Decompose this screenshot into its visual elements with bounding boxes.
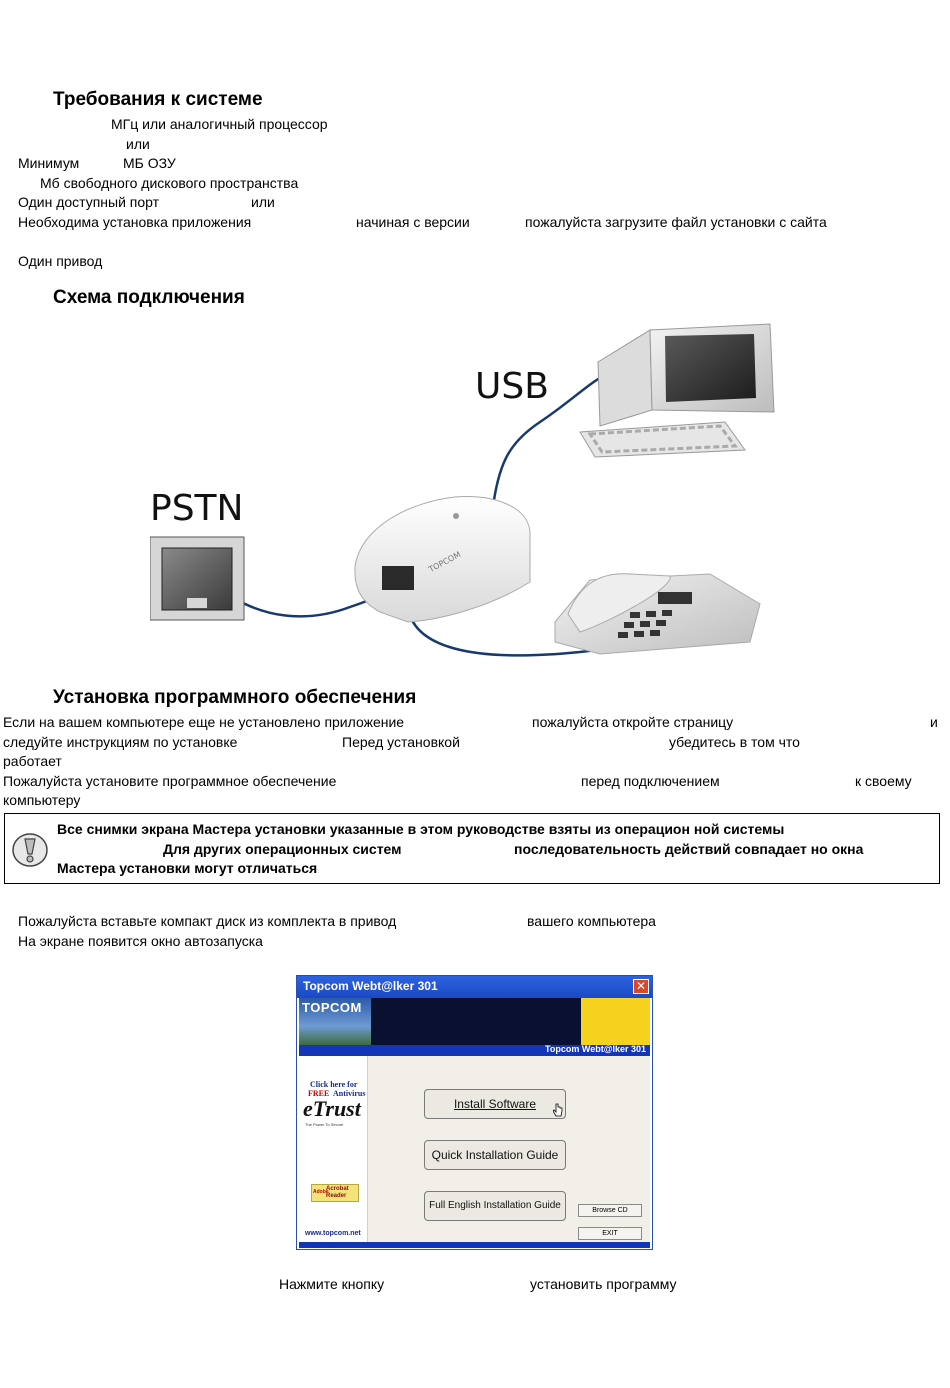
- step-autorun: На экране появится окно автозапуска: [18, 933, 263, 949]
- install-p2-b: перед подключением: [581, 773, 720, 789]
- wall-jack-icon: [149, 536, 245, 621]
- req-port: Один доступный порт: [18, 194, 160, 210]
- browse-cd-button[interactable]: Browse CD: [578, 1204, 642, 1217]
- subbar-title: Topcom Webt@lker 301: [545, 1044, 646, 1054]
- install-p2-d: компьютеру: [3, 792, 81, 808]
- full-installation-guide-button[interactable]: Full English Installation Guide: [424, 1191, 566, 1221]
- install-heading: Установка программного обеспечения: [53, 687, 417, 708]
- req-minimum: Минимум: [18, 155, 80, 171]
- req-ram: МБ ОЗУ: [123, 155, 176, 171]
- req-version: начиная с версии: [356, 214, 470, 230]
- usb-label: USB: [475, 366, 549, 407]
- caption-install-program: установить программу: [530, 1276, 677, 1292]
- caption-press-button: Нажмите кнопку: [279, 1276, 385, 1292]
- acrobat-label: Acrobat Reader: [326, 1186, 349, 1199]
- install-p1-d: следуйте инструкциям по установке: [3, 734, 238, 750]
- usb-cable: [492, 372, 608, 501]
- close-icon[interactable]: ✕: [633, 979, 649, 994]
- install-software-button[interactable]: Install Software: [424, 1089, 566, 1119]
- autorun-window: Topcom Webt@lker 301 ✕ TOPCOM Topcom Web…: [296, 975, 653, 1250]
- install-p1-f: убедитесь в том что: [669, 734, 800, 750]
- banner-accent: [581, 998, 650, 1045]
- install-p1-c: и: [930, 714, 938, 730]
- mouse-cursor-icon: [553, 1103, 563, 1117]
- window-title: Topcom Webt@lker 301: [303, 979, 438, 993]
- etrust-tagline: The Power To Secure: [305, 1122, 344, 1127]
- telephone-icon: [554, 573, 761, 655]
- note-box: [4, 813, 940, 884]
- promo-line-2b[interactable]: Antivirus: [333, 1089, 366, 1098]
- install-p1-g: работает: [3, 753, 62, 769]
- window-bottom-bar: [299, 1242, 650, 1248]
- computer-icon: [579, 323, 775, 458]
- note-line-2b: последовательность действий совпадает но…: [514, 841, 864, 857]
- pstn-label: PSTN: [150, 488, 243, 529]
- connection-heading: Схема подключения: [53, 287, 245, 308]
- quick-installation-guide-button[interactable]: Quick Installation Guide: [424, 1140, 566, 1170]
- req-or-2: или: [251, 194, 275, 210]
- req-download: пожалуйста загрузите файл установки с са…: [525, 214, 827, 230]
- note-line-1: Все снимки экрана Мастера установки указ…: [57, 821, 785, 837]
- adobe-label: Adobe: [313, 1189, 329, 1195]
- exit-button[interactable]: EXIT: [578, 1227, 642, 1240]
- req-disk: Мб свободного дискового пространства: [40, 175, 299, 191]
- window-sidebar: Click here for FREE Antivirus eTrust The…: [299, 1056, 368, 1242]
- etrust-logo[interactable]: eTrust: [303, 1096, 361, 1121]
- req-drive: Один привод: [18, 253, 103, 269]
- install-p2-a: Пожалуйста установите программное обеспе…: [3, 773, 337, 789]
- req-cpu: МГц или аналогичный процессор: [111, 116, 328, 132]
- requirements-heading: Требования к системе: [53, 89, 263, 110]
- install-p1-b: пожалуйста откройте страницу: [532, 714, 734, 730]
- connection-diagram: USB PSTN TOPCOM: [149, 322, 776, 668]
- topcom-url[interactable]: www.topcom.net: [305, 1230, 361, 1237]
- install-p1-a: Если на вашем компьютере еще не установл…: [3, 714, 405, 730]
- step-insert-cd-b: вашего компьютера: [527, 913, 656, 929]
- install-p1-e: Перед установкой: [342, 734, 460, 750]
- note-line-2a: Для других операционных систем: [163, 841, 402, 857]
- window-main: Install Software Quick Installation Guid…: [368, 1056, 650, 1242]
- banner-sky-image: [299, 998, 371, 1045]
- step-insert-cd: Пожалуйста вставьте компакт диск из комп…: [18, 913, 397, 929]
- adobe-logo[interactable]: Adobe Acrobat Reader: [311, 1184, 359, 1202]
- modem-device-icon: TOPCOM: [354, 496, 531, 623]
- note-line-3: Мастера установки могут отличаться: [57, 860, 318, 876]
- window-subbar: Topcom Webt@lker 301: [299, 1044, 650, 1056]
- install-p2-c: к своему: [855, 773, 912, 789]
- promo-line-1[interactable]: Click here for: [310, 1080, 358, 1089]
- warning-icon: [12, 833, 48, 867]
- req-app: Необходима установка приложения: [18, 214, 252, 230]
- window-titlebar: Topcom Webt@lker 301 ✕: [297, 976, 652, 998]
- promo-line-2a[interactable]: FREE: [308, 1089, 330, 1098]
- window-banner: TOPCOM: [299, 998, 650, 1045]
- req-or-1: или: [126, 136, 150, 152]
- topcom-logo: TOPCOM: [302, 1000, 362, 1015]
